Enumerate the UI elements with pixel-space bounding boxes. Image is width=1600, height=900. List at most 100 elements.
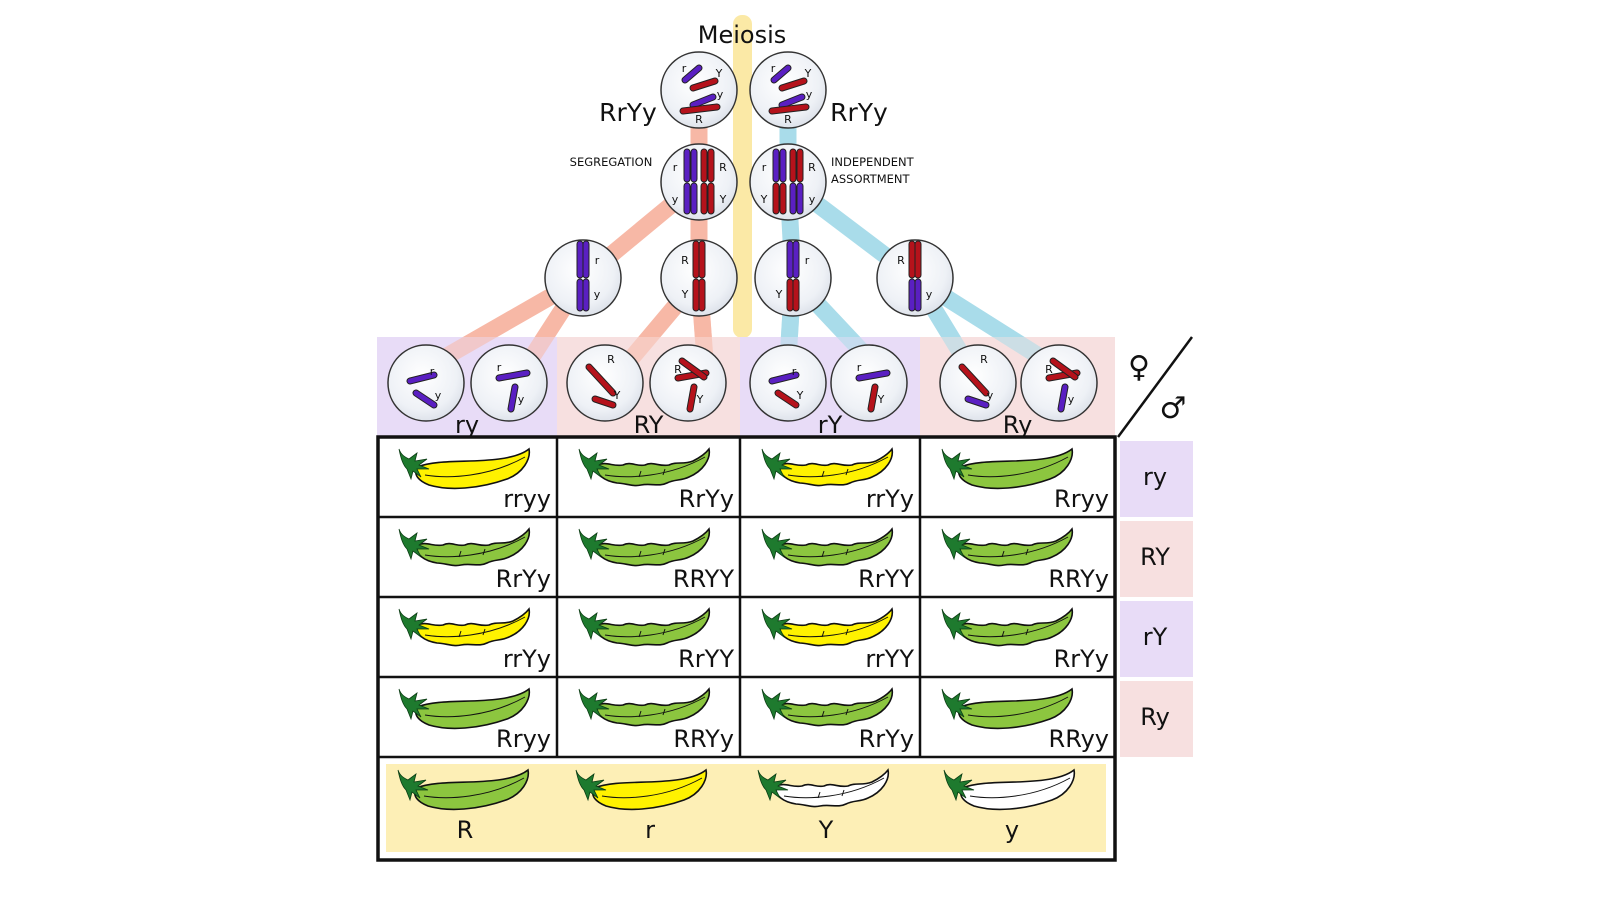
- allele-label: Y: [796, 389, 804, 402]
- legend-pod-y: [943, 768, 1076, 811]
- pea-pod-yellow-smooth: [398, 447, 531, 490]
- allele-label: y: [987, 389, 994, 402]
- pod-seam: [601, 777, 703, 799]
- chromosome: [682, 65, 702, 83]
- parent-genotype-left: RrYy: [599, 98, 657, 127]
- chromosome: [769, 104, 809, 114]
- cell-membrane: [660, 239, 738, 317]
- independent-assortment-label-1: INDEPENDENT: [831, 155, 915, 169]
- punnett-outer-border: [376, 435, 1117, 862]
- pod-seam: [787, 456, 889, 478]
- punnett-cell: RRyy: [920, 677, 1115, 757]
- allele-label-r: r: [771, 62, 776, 75]
- allele-label: r: [857, 361, 862, 374]
- pea-pod-green-constricted: [578, 687, 711, 727]
- punnett-cell: RrYY: [740, 517, 920, 597]
- daughter-cell-3: rY: [754, 239, 832, 317]
- cell-membrane: [749, 344, 827, 422]
- pod-seam: [424, 616, 526, 638]
- gamete-label-rY: rY: [818, 411, 843, 439]
- daughter-cell-1: ry: [544, 239, 622, 317]
- pod-seam: [424, 536, 526, 558]
- pea-pod-yellow-constricted: [761, 447, 894, 487]
- allele-label-y: y: [717, 88, 724, 101]
- chromosome: [687, 384, 697, 412]
- female-symbol: ♀: [1128, 350, 1150, 385]
- row-label-ry: ry: [1143, 463, 1167, 491]
- punnett-cell: RrYY: [557, 597, 740, 677]
- pod-calyx: [757, 769, 789, 802]
- chromosome: [407, 372, 437, 384]
- cell-membrane: [876, 239, 954, 317]
- pod-seam: [969, 777, 1071, 799]
- pod-body: [957, 687, 1074, 730]
- allele-label: R: [607, 353, 615, 366]
- row-label-box-rY: [1120, 601, 1193, 677]
- cell-membrane: [660, 143, 738, 221]
- pod-constriction: [1001, 628, 1029, 638]
- chromosome: [679, 358, 707, 380]
- pod-constriction: [458, 628, 486, 638]
- daughter-cell-2: RY: [660, 239, 738, 317]
- pod-constriction: [821, 468, 849, 478]
- punnett-cell: RrYy: [377, 517, 557, 597]
- pod-calyx: [575, 769, 607, 802]
- pod-constriction: [458, 548, 486, 558]
- male-symbol: ♂: [1160, 391, 1187, 426]
- legend-allele-label-r: r: [645, 816, 655, 844]
- allele-label: R: [1045, 363, 1053, 376]
- genotype-label: RrYY: [678, 645, 734, 673]
- allele-label: Y: [719, 193, 727, 206]
- cell-membrane: [470, 344, 548, 422]
- cell-membrane: [754, 239, 832, 317]
- chromosome: [592, 396, 616, 408]
- gamete-label-ry: ry: [455, 411, 479, 439]
- gamete-label-RY: RY: [634, 411, 664, 439]
- row-label-box-Ry: [1120, 681, 1193, 757]
- allele-label: r: [805, 254, 810, 267]
- gamete-cell-RY-2: RY: [649, 344, 727, 422]
- genotype-label: rrYy: [866, 485, 914, 513]
- legend-allele-label-R: R: [457, 816, 474, 844]
- chromosome: [1058, 384, 1068, 412]
- row-label-RY: RY: [1140, 543, 1170, 571]
- pod-seam: [787, 696, 889, 718]
- pod-body: [957, 447, 1074, 490]
- chromosome: [779, 94, 805, 108]
- chromosome: [959, 364, 989, 396]
- gamete-cell-ry-1: ry: [387, 344, 465, 422]
- allele-label: Y: [877, 393, 885, 406]
- cell-membrane: [749, 143, 827, 221]
- pea-pod-green-constricted: [761, 687, 894, 727]
- pea-pod-green-constricted: [578, 527, 711, 567]
- independent-assortment-label-2: ASSORTMENT: [831, 172, 910, 186]
- chromosome: [856, 370, 890, 381]
- allele-label-R: R: [784, 113, 792, 126]
- punnett-cell: rrYY: [740, 597, 920, 677]
- pod-constriction: [638, 468, 666, 478]
- allele-label: R: [674, 363, 682, 376]
- pod-seam: [424, 456, 526, 478]
- allele-label: Y: [613, 389, 621, 402]
- punnett-cell: RrYy: [740, 677, 920, 757]
- pea-pod-yellow-constricted: [761, 607, 894, 647]
- genotype-label: RRYy: [1048, 565, 1109, 593]
- allele-label: Y: [681, 288, 689, 301]
- pod-calyx: [941, 448, 973, 481]
- punnett-cell: Rryy: [377, 677, 557, 757]
- pod-constriction: [821, 548, 849, 558]
- gamete-cell-RY-1: RY: [566, 344, 644, 422]
- punnett-cell: rrYy: [740, 437, 920, 517]
- pea-pod-green-constricted: [761, 527, 894, 567]
- punnett-cell: rryy: [377, 437, 557, 517]
- pod-calyx: [578, 448, 610, 481]
- pod-calyx: [941, 688, 973, 721]
- chromosome: [868, 384, 878, 412]
- pea-pod-green-constricted: [578, 607, 711, 647]
- genotype-label: RRYy: [673, 725, 734, 753]
